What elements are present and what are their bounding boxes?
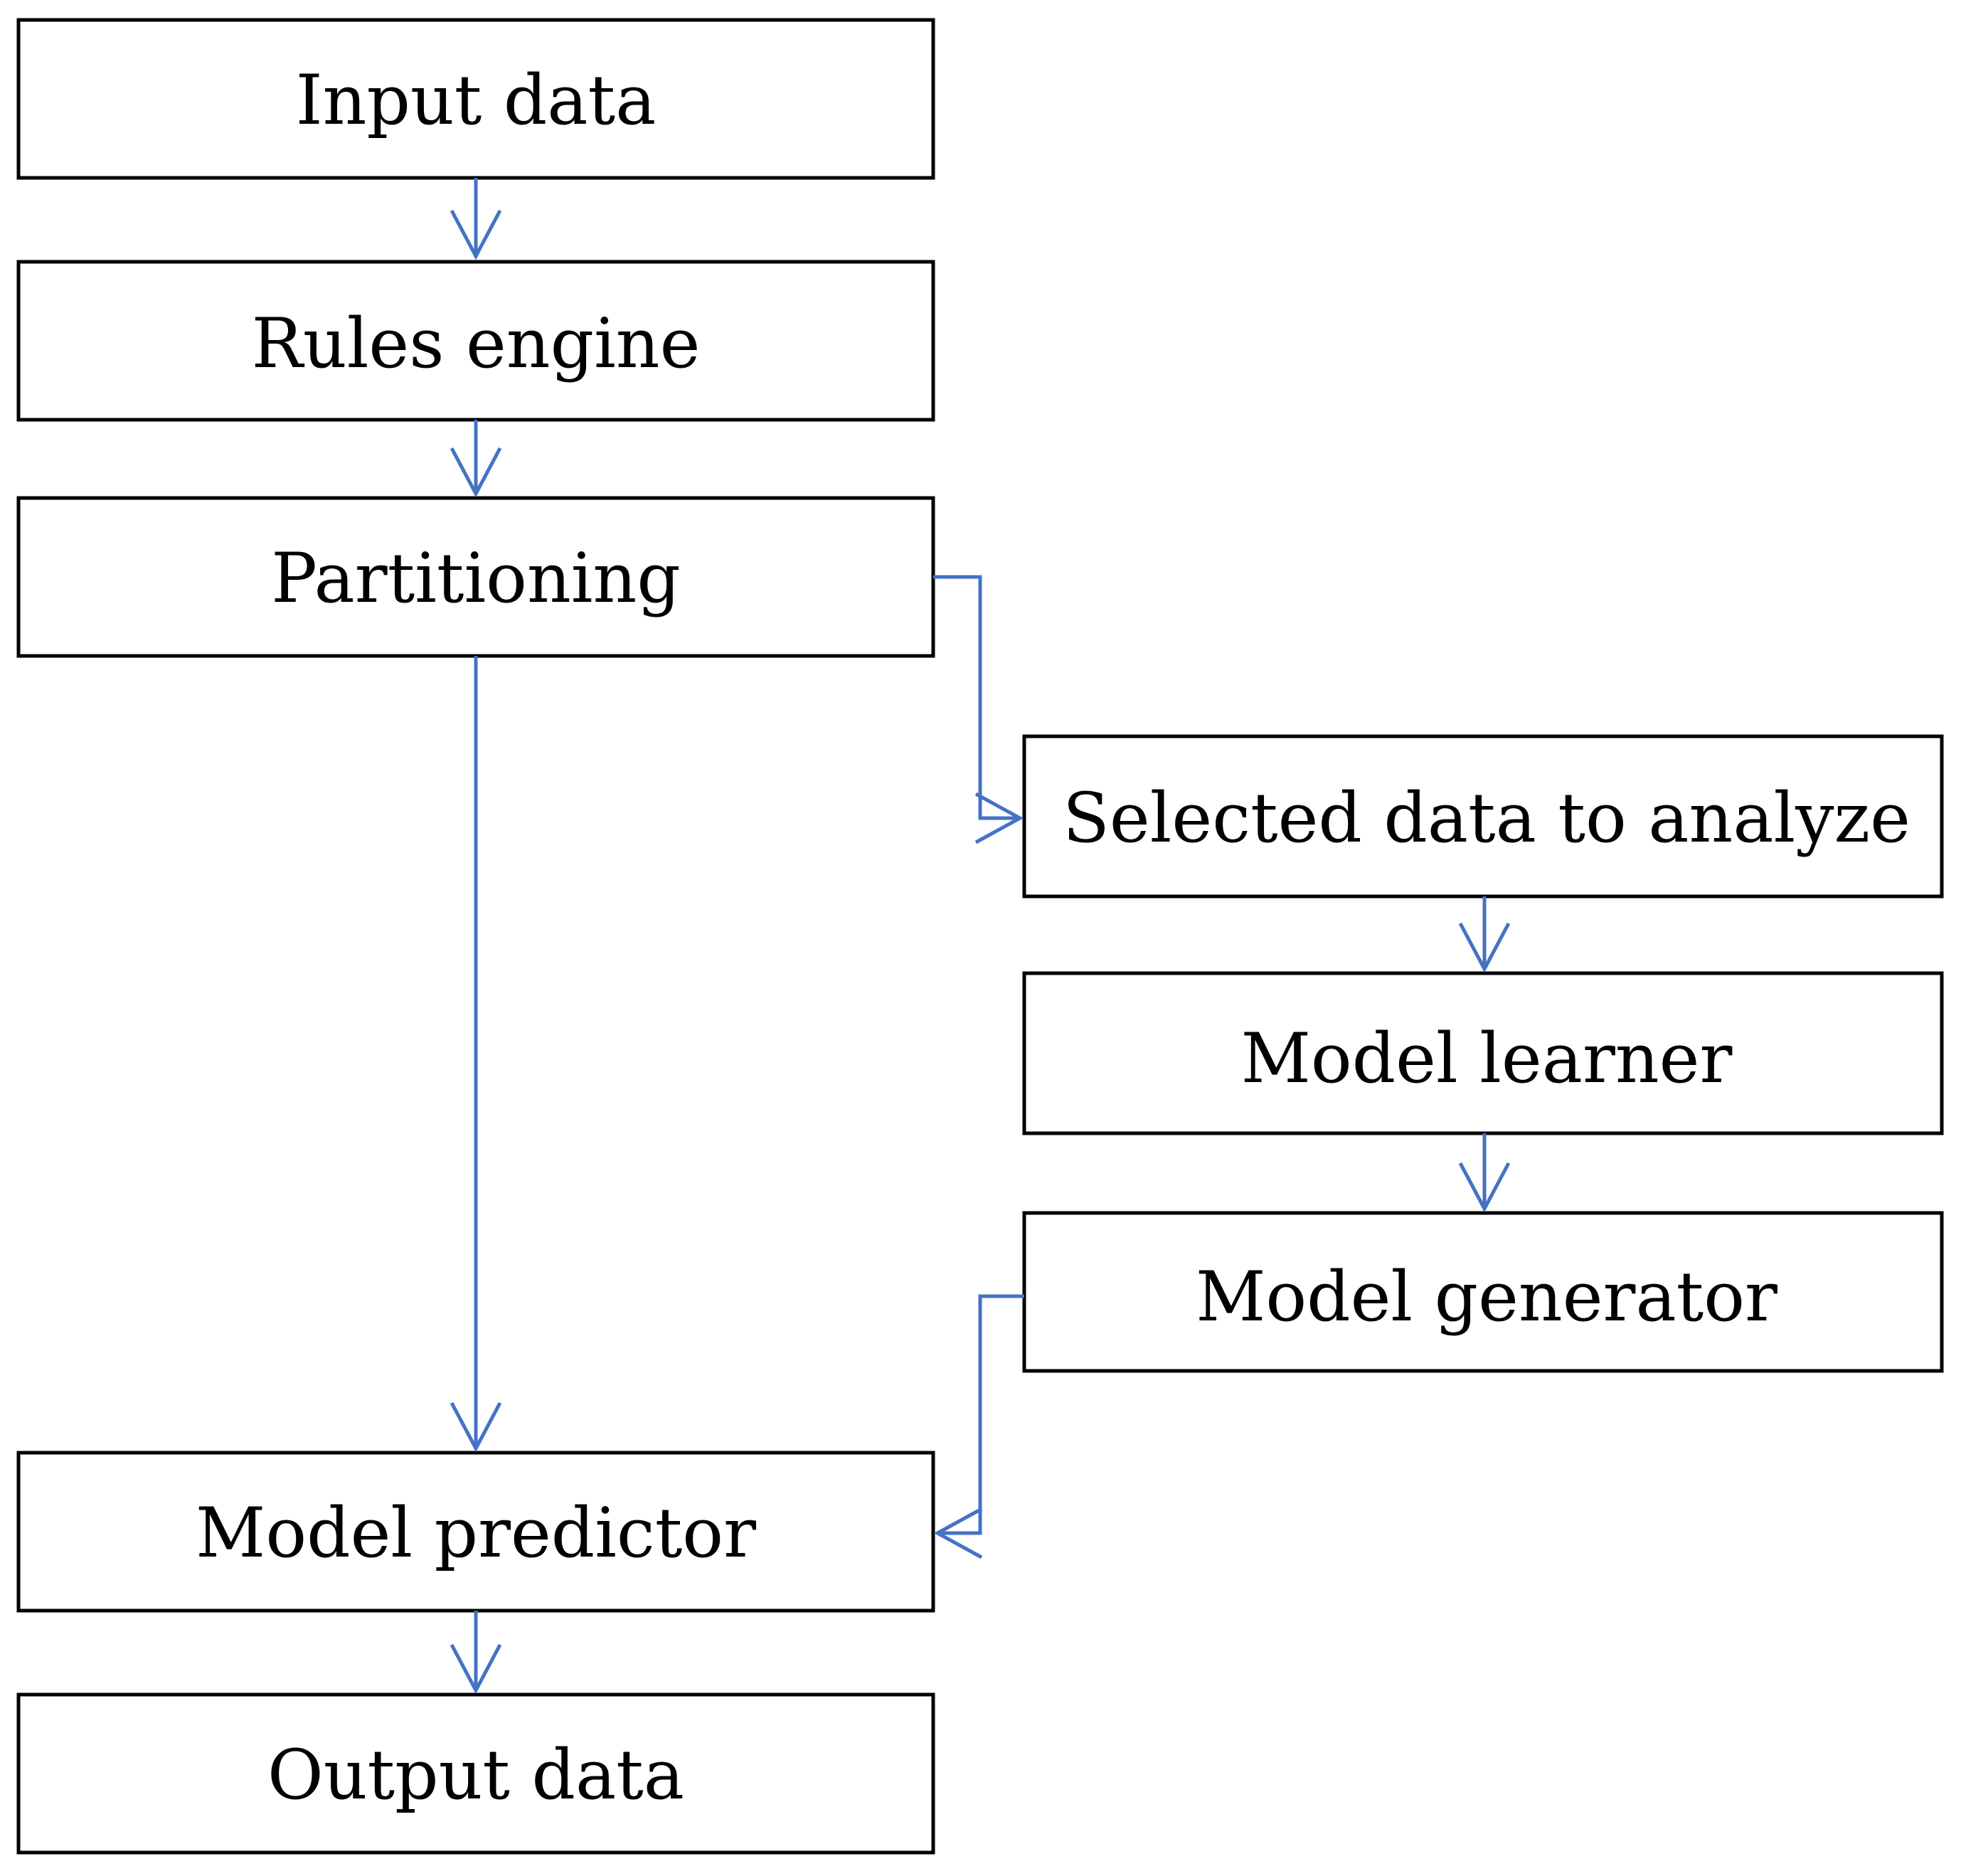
node-label-input-data: Input data	[296, 60, 657, 140]
node-label-model-generator: Model generator	[1196, 1257, 1777, 1337]
node-model-learner: Model learner	[1022, 971, 1944, 1135]
arrowhead-icon	[450, 447, 502, 498]
arrowhead-icon	[450, 209, 502, 260]
edge-learner-to-generator	[1458, 1133, 1511, 1213]
arrowhead-icon	[1458, 922, 1511, 973]
edge-partitioning-to-predictor	[450, 656, 502, 1453]
node-label-selected-data-to-analyze: Selected data to analyze	[1063, 778, 1910, 858]
node-label-output-data: Output data	[267, 1735, 684, 1815]
arrowhead-icon	[450, 1401, 502, 1453]
edge-rules-to-partitioning	[450, 420, 502, 498]
node-label-model-predictor: Model predictor	[196, 1493, 756, 1573]
node-model-predictor: Model predictor	[16, 1451, 935, 1613]
arrowhead-icon	[450, 1643, 502, 1695]
edge-input-to-rules	[450, 178, 502, 260]
node-label-partitioning: Partitioning	[271, 539, 681, 618]
arrowhead-icon	[974, 792, 1024, 844]
edge-partitioning-to-selected-data	[933, 575, 1024, 844]
node-model-generator: Model generator	[1022, 1211, 1944, 1373]
node-selected-data-to-analyze: Selected data to analyze	[1022, 734, 1944, 899]
edge-selected-to-learner	[1458, 896, 1511, 973]
arrowhead-icon	[933, 1507, 983, 1559]
node-label-rules-engine: Rules engine	[252, 304, 701, 383]
edge-generator-to-predictor	[933, 1294, 1024, 1559]
edge-predictor-to-output	[450, 1611, 502, 1695]
node-rules-engine: Rules engine	[16, 260, 935, 422]
arrowhead-icon	[1458, 1162, 1511, 1213]
node-partitioning: Partitioning	[16, 496, 935, 658]
node-output-data: Output data	[16, 1692, 935, 1855]
node-label-model-learner: Model learner	[1241, 1019, 1733, 1098]
node-input-data: Input data	[16, 18, 935, 180]
